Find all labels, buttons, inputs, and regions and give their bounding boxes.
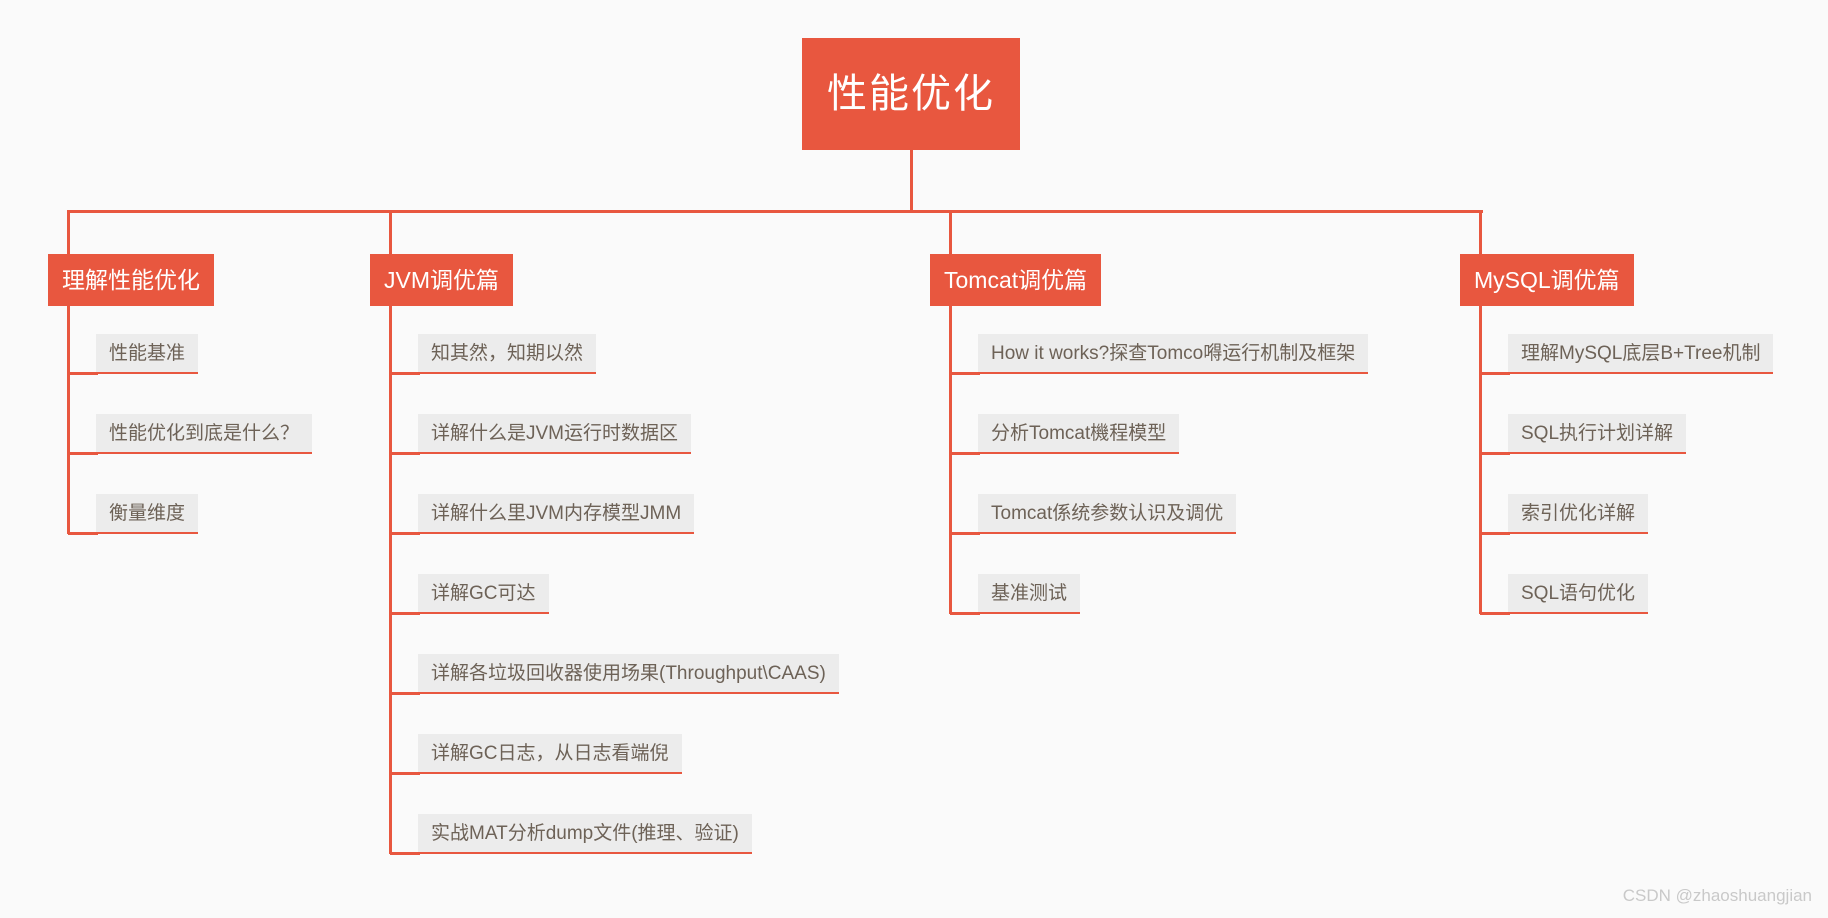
leaf-node[interactable]: 详解什么里JVM内存模型JMM — [418, 494, 695, 534]
connector-leaf-stub-0-0 — [68, 372, 98, 375]
connector-trunk-3 — [1479, 306, 1482, 614]
root-node[interactable]: 性能优化 — [802, 38, 1020, 150]
leaf-node[interactable]: How it works?探查Tomco嘚运行机制及框架 — [978, 334, 1369, 374]
branch-node-label: Tomcat调优篇 — [944, 266, 1088, 293]
branch-node-label: MySQL调优篇 — [1474, 266, 1620, 293]
branch-node[interactable]: 理解性能优化 — [48, 254, 214, 306]
connector-branch-drop-2 — [949, 210, 952, 254]
connector-leaf-stub-1-0 — [390, 372, 420, 375]
leaf-node[interactable]: 详解GC日志，从日志看端倪 — [418, 734, 682, 774]
connector-leaf-stub-0-1 — [68, 452, 98, 455]
leaf-node[interactable]: 详解GC可达 — [418, 574, 549, 614]
connector-branch-drop-1 — [389, 210, 392, 254]
leaf-node-label: SQL执行计划详解 — [1521, 422, 1674, 444]
connector-leaf-stub-0-2 — [68, 532, 98, 535]
leaf-node-label: 详解什么里JVM内存模型JMM — [431, 502, 682, 524]
leaf-node[interactable]: 基准测试 — [978, 574, 1081, 614]
leaf-node-label: 详解GC日志，从日志看端倪 — [431, 742, 669, 764]
connector-trunk-0 — [67, 306, 70, 534]
connector-leaf-stub-1-6 — [390, 852, 420, 855]
leaf-node-label: 衡量维度 — [109, 502, 186, 524]
connector-leaf-stub-3-3 — [1480, 612, 1510, 615]
connector-leaf-stub-3-1 — [1480, 452, 1510, 455]
leaf-node-label: Tomcat係统参数认识及调优 — [991, 502, 1224, 524]
leaf-node[interactable]: 详解什么是JVM运行时数据区 — [418, 414, 692, 454]
leaf-node[interactable]: 索引优化详解 — [1508, 494, 1649, 534]
connector-leaf-stub-2-2 — [950, 532, 980, 535]
connector-leaf-stub-1-3 — [390, 612, 420, 615]
connector-leaf-stub-1-5 — [390, 772, 420, 775]
connector-leaf-stub-3-2 — [1480, 532, 1510, 535]
connector-bus — [68, 210, 1483, 213]
leaf-node[interactable]: SQL语句优化 — [1508, 574, 1649, 614]
branch-node-label: JVM调优篇 — [384, 266, 499, 293]
leaf-node-label: SQL语句优化 — [1521, 582, 1636, 604]
connector-leaf-stub-2-3 — [950, 612, 980, 615]
connector-leaf-stub-1-2 — [390, 532, 420, 535]
leaf-node[interactable]: 实战MAT分析dump文件(推理、验证) — [418, 814, 752, 854]
branch-node[interactable]: MySQL调优篇 — [1460, 254, 1634, 306]
leaf-node[interactable]: 性能基准 — [96, 334, 199, 374]
leaf-node[interactable]: 理解MySQL底层B+Tree机制 — [1508, 334, 1774, 374]
leaf-node[interactable]: 分析Tomcat機程模型 — [978, 414, 1180, 454]
leaf-node[interactable]: 衡量维度 — [96, 494, 199, 534]
leaf-node-label: 索引优化详解 — [1521, 502, 1636, 524]
leaf-node-label: 基准测试 — [991, 582, 1068, 604]
connector-leaf-stub-1-1 — [390, 452, 420, 455]
leaf-node-label: 详解各垃圾回收器使用场果(Throughput\CAAS) — [431, 662, 826, 684]
leaf-node-label: 实战MAT分析dump文件(推理、验证) — [431, 822, 739, 844]
connector-leaf-stub-3-0 — [1480, 372, 1510, 375]
connector-trunk-1 — [389, 306, 392, 854]
connector-leaf-stub-2-0 — [950, 372, 980, 375]
leaf-node-label: 性能基准 — [109, 342, 186, 364]
leaf-node-label: 详解什么是JVM运行时数据区 — [431, 422, 679, 444]
branch-node[interactable]: JVM调优篇 — [370, 254, 513, 306]
branch-node-label: 理解性能优化 — [62, 266, 200, 293]
leaf-node-label: 性能优化到底是什么？ — [109, 422, 300, 444]
leaf-node[interactable]: 性能优化到底是什么？ — [96, 414, 313, 454]
connector-trunk-2 — [949, 306, 952, 614]
leaf-node[interactable]: 知其然，知期以然 — [418, 334, 597, 374]
connector-branch-drop-3 — [1479, 210, 1482, 254]
watermark: CSDN @zhaoshuangjian — [1622, 886, 1812, 905]
leaf-node-label: 分析Tomcat機程模型 — [991, 422, 1167, 444]
leaf-node[interactable]: 详解各垃圾回收器使用场果(Throughput\CAAS) — [418, 654, 839, 694]
leaf-node-label: 知其然，知期以然 — [431, 342, 584, 364]
connector-leaf-stub-1-4 — [390, 692, 420, 695]
leaf-node-label: How it works?探查Tomco嘚运行机制及框架 — [991, 342, 1356, 364]
connector-leaf-stub-2-1 — [950, 452, 980, 455]
leaf-node[interactable]: SQL执行计划详解 — [1508, 414, 1687, 454]
connector-branch-drop-0 — [67, 210, 70, 254]
leaf-node[interactable]: Tomcat係统参数认识及调优 — [978, 494, 1237, 534]
leaf-node-label: 详解GC可达 — [431, 582, 536, 604]
leaf-node-label: 理解MySQL底层B+Tree机制 — [1521, 342, 1761, 364]
branch-node[interactable]: Tomcat调优篇 — [930, 254, 1102, 306]
connector-root-stem — [910, 150, 913, 210]
